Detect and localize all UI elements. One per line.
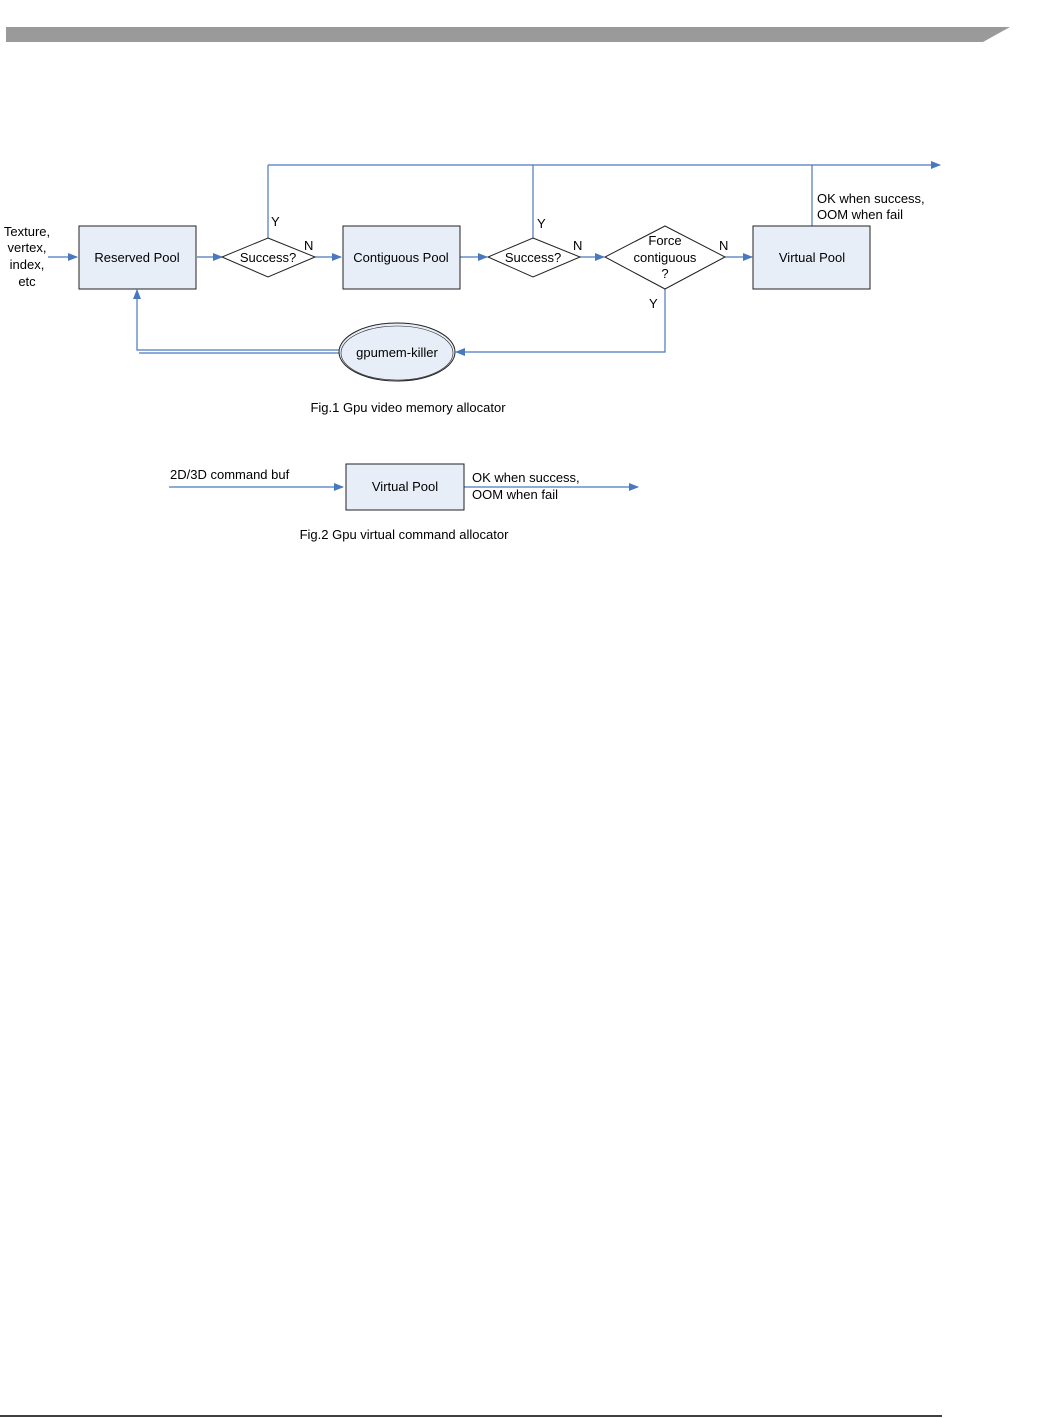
- edge-killer-to-reserved: [133, 289, 341, 351]
- force-contiguous-line-2: contiguous: [634, 250, 697, 265]
- gpumem-killer-ellipse-outline: [340, 325, 454, 381]
- output-label-line-1: OK when success,: [817, 191, 925, 206]
- reserved-pool-box: [78, 225, 197, 290]
- fig2-caption: Fig.2 Gpu virtual command allocator: [300, 527, 509, 542]
- success2-yes-label: Y: [537, 216, 546, 231]
- force-yes-label: Y: [649, 296, 658, 311]
- input-label-line-4: etc: [18, 274, 36, 289]
- contiguous-pool-box: [342, 225, 461, 290]
- success2-no-label: N: [573, 238, 582, 253]
- input-label-line-3: index,: [10, 257, 45, 272]
- fig2-input-label: 2D/3D command buf: [170, 467, 290, 482]
- success1-no-label: N: [304, 238, 313, 253]
- header-bar: [6, 27, 1010, 42]
- contiguous-pool-label: Contiguous Pool: [353, 250, 449, 265]
- gpumem-killer-label: gpumem-killer: [356, 345, 438, 360]
- gpumem-killer-ellipse: [338, 322, 456, 382]
- success2-label: Success?: [505, 250, 561, 265]
- edge-force-yes-to-killer: [455, 289, 666, 356]
- force-no-label: N: [719, 238, 728, 253]
- input-label-line-2: vertex,: [7, 240, 46, 255]
- virtual-pool-label: Virtual Pool: [779, 250, 845, 265]
- force-contiguous-line-3: ?: [661, 266, 668, 281]
- force-contiguous-line-1: Force: [648, 233, 681, 248]
- virtual-pool-box: [752, 225, 871, 290]
- success1-yes-label: Y: [271, 214, 280, 229]
- fig2-virtual-pool-box: [345, 463, 465, 511]
- fig2-output-line-1: OK when success,: [472, 470, 580, 485]
- fig2-virtual-pool-label: Virtual Pool: [372, 479, 438, 494]
- success2-diamond: [486, 237, 582, 278]
- fig1-caption: Fig.1 Gpu video memory allocator: [310, 400, 506, 415]
- output-label-line-2: OOM when fail: [817, 207, 903, 222]
- success1-label: Success?: [240, 250, 296, 265]
- reserved-pool-label: Reserved Pool: [94, 250, 179, 265]
- input-label-line-1: Texture,: [4, 224, 50, 239]
- force-contiguous-diamond: [603, 225, 727, 290]
- fig2-output-line-2: OOM when fail: [472, 487, 558, 502]
- success1-diamond: [220, 237, 317, 278]
